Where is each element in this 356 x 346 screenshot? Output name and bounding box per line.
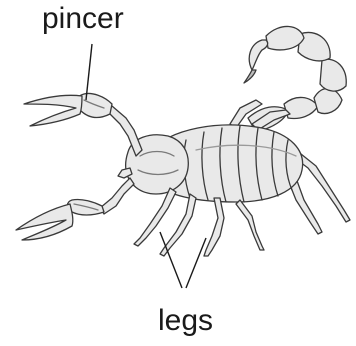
tail bbox=[244, 26, 346, 132]
pincer-leader-line bbox=[86, 44, 92, 100]
stinger bbox=[249, 40, 267, 70]
legs-label: legs bbox=[158, 306, 213, 336]
pincer-label: pincer bbox=[42, 4, 124, 34]
legs-leader-line-right bbox=[186, 238, 206, 288]
pincer-upper bbox=[24, 93, 142, 156]
pincer-lower bbox=[16, 178, 134, 240]
